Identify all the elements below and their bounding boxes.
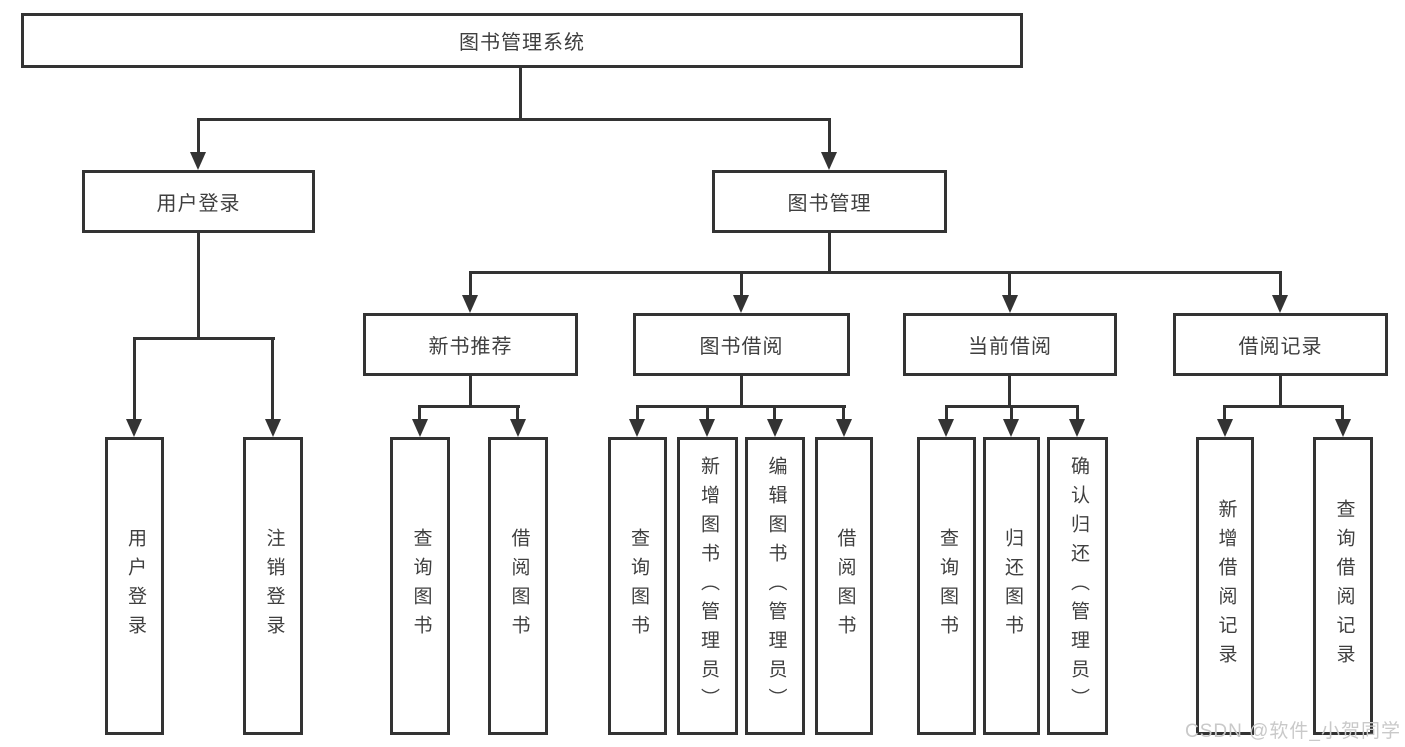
node-label: 查询图书	[410, 528, 432, 644]
node-label: 借阅记录	[1238, 336, 1323, 358]
connector-line	[469, 376, 472, 405]
connector-line	[197, 233, 200, 337]
connector-line	[636, 405, 639, 421]
arrowhead-down-icon	[1335, 419, 1351, 437]
node-label: 归还图书	[1001, 528, 1023, 644]
connector-line	[636, 405, 846, 408]
connector-line	[1008, 271, 1011, 297]
node-label: 新书推荐	[428, 336, 513, 358]
node-label: 借阅图书	[508, 528, 530, 644]
connector-line	[133, 337, 136, 421]
node-label: 图书管理系统	[459, 32, 585, 54]
connector-line	[828, 233, 831, 273]
node-leaf-borrow-books-recommend: 借阅图书	[488, 437, 548, 735]
node-new-book-recommendation: 新书推荐	[363, 313, 578, 376]
arrowhead-down-icon	[733, 295, 749, 313]
connector-line	[1279, 271, 1282, 297]
arrowhead-down-icon	[1003, 419, 1019, 437]
node-label: 图书借阅	[699, 336, 784, 358]
node-leaf-query-books-borrowing: 查询图书	[608, 437, 667, 735]
node-label: 用户登录	[124, 528, 146, 644]
csdn-watermark: CSDN @软件_小贺同学	[1185, 721, 1401, 742]
node-root-library-system: 图书管理系统	[21, 13, 1023, 68]
arrowhead-down-icon	[1002, 295, 1018, 313]
arrowhead-down-icon	[938, 419, 954, 437]
connector-line	[1008, 376, 1011, 405]
node-leaf-query-borrow-record: 查询借阅记录	[1313, 437, 1373, 735]
connector-line	[945, 405, 948, 421]
connector-line	[773, 405, 776, 421]
node-label: 新增图书（管理员）	[697, 455, 719, 717]
node-leaf-borrow-books-borrowing: 借阅图书	[815, 437, 873, 735]
node-user-login: 用户登录	[82, 170, 315, 233]
connector-line	[519, 68, 522, 118]
connector-line	[418, 405, 520, 408]
node-leaf-add-books-admin: 新增图书（管理员）	[677, 437, 738, 735]
connector-line	[271, 337, 274, 421]
node-leaf-return-books: 归还图书	[983, 437, 1040, 735]
connector-line	[1341, 405, 1344, 421]
arrowhead-down-icon	[412, 419, 428, 437]
arrowhead-down-icon	[1069, 419, 1085, 437]
arrowhead-down-icon	[126, 419, 142, 437]
node-leaf-confirm-return-admin: 确认归还（管理员）	[1047, 437, 1108, 735]
node-label: 查询图书	[627, 528, 649, 644]
arrowhead-down-icon	[836, 419, 852, 437]
connector-line	[1223, 405, 1226, 421]
connector-line	[740, 376, 743, 405]
connector-line	[469, 271, 1282, 274]
node-leaf-query-books-recommend: 查询图书	[390, 437, 450, 735]
node-leaf-add-borrow-record: 新增借阅记录	[1196, 437, 1254, 735]
node-book-borrowing: 图书借阅	[633, 313, 850, 376]
node-label: 编辑图书（管理员）	[765, 455, 787, 717]
node-current-borrowing: 当前借阅	[903, 313, 1117, 376]
node-label: 确认归还（管理员）	[1067, 455, 1089, 717]
connector-line	[1010, 405, 1013, 421]
arrowhead-down-icon	[190, 152, 206, 170]
node-label: 当前借阅	[968, 336, 1052, 358]
node-label: 图书管理	[787, 193, 872, 215]
arrowhead-down-icon	[767, 419, 783, 437]
connector-line	[1223, 405, 1344, 408]
node-leaf-query-books-current: 查询图书	[917, 437, 976, 735]
node-leaf-edit-books-admin: 编辑图书（管理员）	[745, 437, 805, 735]
connector-line	[197, 118, 831, 121]
arrowhead-down-icon	[265, 419, 281, 437]
node-label: 借阅图书	[834, 528, 856, 644]
connector-line	[418, 405, 421, 421]
connector-line	[706, 405, 709, 421]
node-book-management: 图书管理	[712, 170, 947, 233]
connector-line	[828, 118, 831, 154]
arrowhead-down-icon	[1217, 419, 1233, 437]
arrowhead-down-icon	[629, 419, 645, 437]
arrowhead-down-icon	[699, 419, 715, 437]
node-leaf-user-login: 用户登录	[105, 437, 164, 735]
connector-line	[516, 405, 519, 421]
connector-line	[197, 118, 200, 154]
node-label: 注销登录	[263, 528, 285, 644]
connector-line	[1076, 405, 1079, 421]
node-borrowing-records: 借阅记录	[1173, 313, 1388, 376]
node-label: 查询借阅记录	[1333, 499, 1355, 673]
arrowhead-down-icon	[510, 419, 526, 437]
arrowhead-down-icon	[1272, 295, 1288, 313]
connector-line	[133, 337, 275, 340]
node-label: 用户登录	[156, 193, 241, 215]
arrowhead-down-icon	[821, 152, 837, 170]
node-label: 新增借阅记录	[1215, 499, 1237, 673]
connector-line	[740, 271, 743, 297]
node-leaf-logout: 注销登录	[243, 437, 303, 735]
connector-line	[469, 271, 472, 297]
arrowhead-down-icon	[462, 295, 478, 313]
connector-line	[842, 405, 845, 421]
node-label: 查询图书	[936, 528, 958, 644]
connector-line	[1279, 376, 1282, 405]
